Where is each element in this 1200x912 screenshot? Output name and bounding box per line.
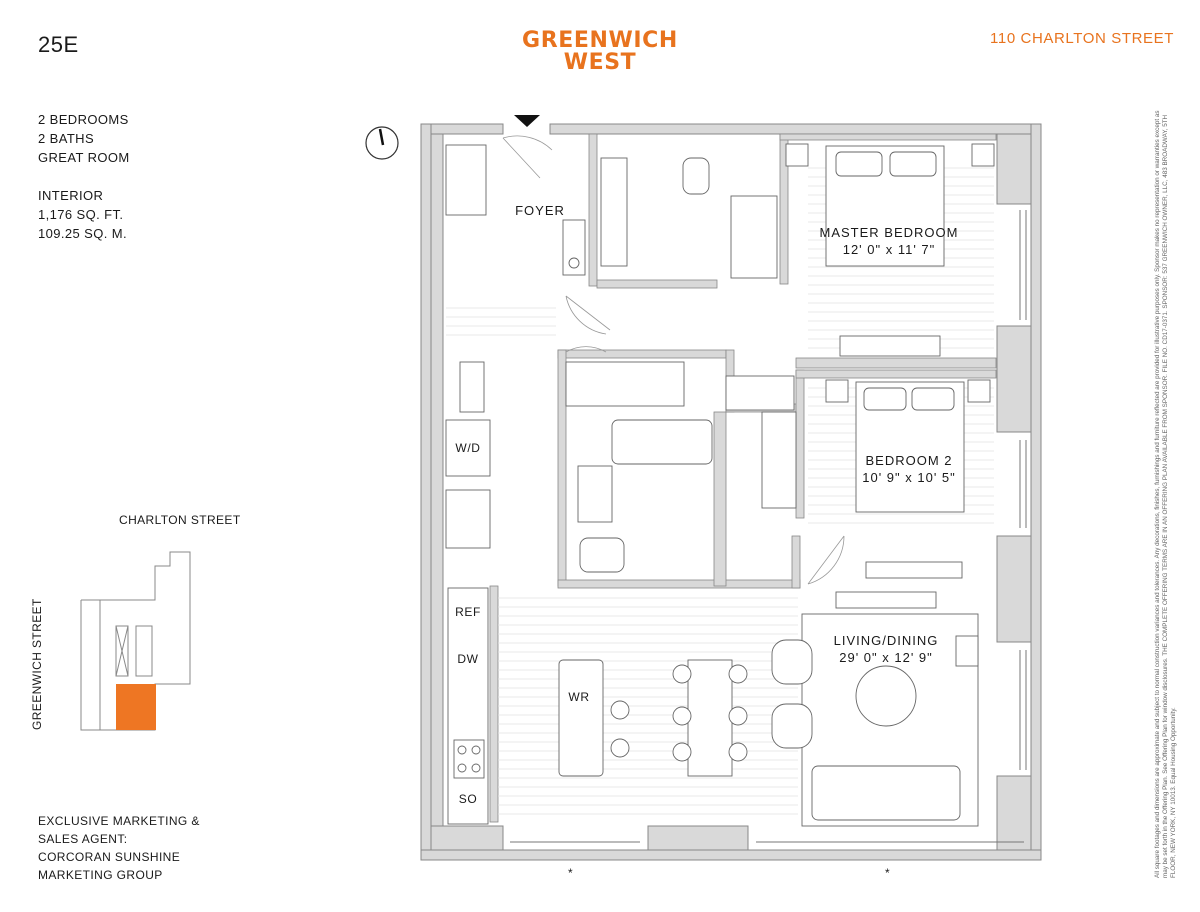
bath2-vanity [577, 465, 613, 523]
room-living-dims: 29' 0" x 12' 9" [839, 650, 933, 665]
brand-line-2: WEST [563, 50, 637, 75]
keyplan-stair [135, 625, 153, 677]
floor-texture [446, 167, 994, 815]
armchair [771, 639, 813, 685]
building-address: 110 CHARLTON STREET [990, 30, 1174, 47]
room-living-name: LIVING/DINING [833, 633, 939, 648]
agent-line-2: SALES AGENT: [38, 832, 128, 846]
label-so: SO [458, 792, 478, 806]
wd-closet [445, 419, 491, 477]
brand-logo: GREENWICH WEST [500, 30, 700, 74]
interior-label: INTERIOR [38, 188, 104, 203]
agent-line-3: CORCORAN SUNSHINE [38, 850, 181, 864]
fixtures [445, 143, 995, 827]
coffee-table [855, 665, 917, 727]
nightstand [971, 143, 995, 167]
legal-disclaimer: All square footages and dimensions are a… [1154, 110, 1177, 878]
agent-line-4: MARKETING GROUP [38, 868, 163, 882]
master-dresser [839, 335, 941, 357]
bath2-toilet [579, 537, 625, 573]
exterior-walls [420, 123, 1042, 861]
unit-specs: 2 BEDROOMS 2 BATHS GREAT ROOM INTERIOR 1… [38, 110, 130, 243]
agent-line-1: EXCLUSIVE MARKETING & [38, 814, 200, 828]
label-ref: REF [455, 605, 481, 619]
room-master-dims: 12' 0" x 11' 7" [842, 242, 936, 257]
foyer-closet [445, 144, 487, 216]
room-bedroom2-dims: 10' 9" x 10' 5" [862, 470, 956, 485]
brand-line-1: GREENWICH [522, 28, 678, 53]
side-table [955, 635, 979, 667]
windows [510, 210, 1027, 843]
hall-bench [445, 489, 491, 549]
label-dw: DW [457, 652, 479, 666]
toilet [682, 157, 710, 195]
room-foyer: FOYER [515, 203, 565, 218]
north-arrow-icon [365, 126, 399, 160]
interior-sqm: 109.25 SQ. M. [38, 226, 128, 241]
keyplan-core [115, 625, 129, 677]
door-swings [502, 135, 845, 585]
great-room-label: GREAT ROOM [38, 150, 130, 165]
hall-cabinet [459, 361, 485, 413]
room-bedroom2: BEDROOM 2 10' 9" x 10' 5" [849, 452, 969, 486]
window-note-mark: * [885, 866, 890, 880]
foyer-console [562, 219, 586, 276]
nightstand [785, 143, 809, 167]
bed2-closet-side [761, 411, 797, 509]
window-note-mark: * [568, 866, 573, 880]
kitchen-island [558, 659, 604, 777]
bedrooms-count: 2 BEDROOMS [38, 112, 129, 127]
dining-table [687, 659, 733, 777]
label-wr: WR [568, 690, 590, 704]
dining-chairs [610, 664, 748, 762]
bed2-dresser [865, 561, 963, 579]
marketing-agent: EXCLUSIVE MARKETING & SALES AGENT: CORCO… [38, 812, 200, 884]
room-bedroom2-name: BEDROOM 2 [865, 453, 953, 468]
room-living: LIVING/DINING 29' 0" x 12' 9" [826, 632, 946, 666]
kitchen-counter [447, 587, 489, 825]
bed2-closet [725, 375, 795, 411]
bathtub [611, 419, 713, 465]
shower [730, 195, 778, 279]
media-console [835, 591, 937, 609]
bath-vanity [600, 157, 628, 267]
unit-number: 25E [38, 32, 79, 57]
sofa [811, 765, 961, 821]
label-wd: W/D [455, 441, 481, 455]
room-master-name: MASTER BEDROOM [819, 225, 959, 240]
interior-sqft: 1,176 SQ. FT. [38, 207, 124, 222]
cooktop [453, 739, 485, 779]
interior-walls [489, 133, 997, 823]
hall-closet [565, 361, 685, 407]
keyplan-street-top: CHARLTON STREET [119, 513, 241, 527]
room-master: MASTER BEDROOM 12' 0" x 11' 7" [814, 224, 964, 258]
armchair [771, 703, 813, 749]
keyplan-unit-highlight [116, 684, 156, 730]
entry-triangle-icon [514, 115, 540, 127]
baths-count: 2 BATHS [38, 131, 95, 146]
